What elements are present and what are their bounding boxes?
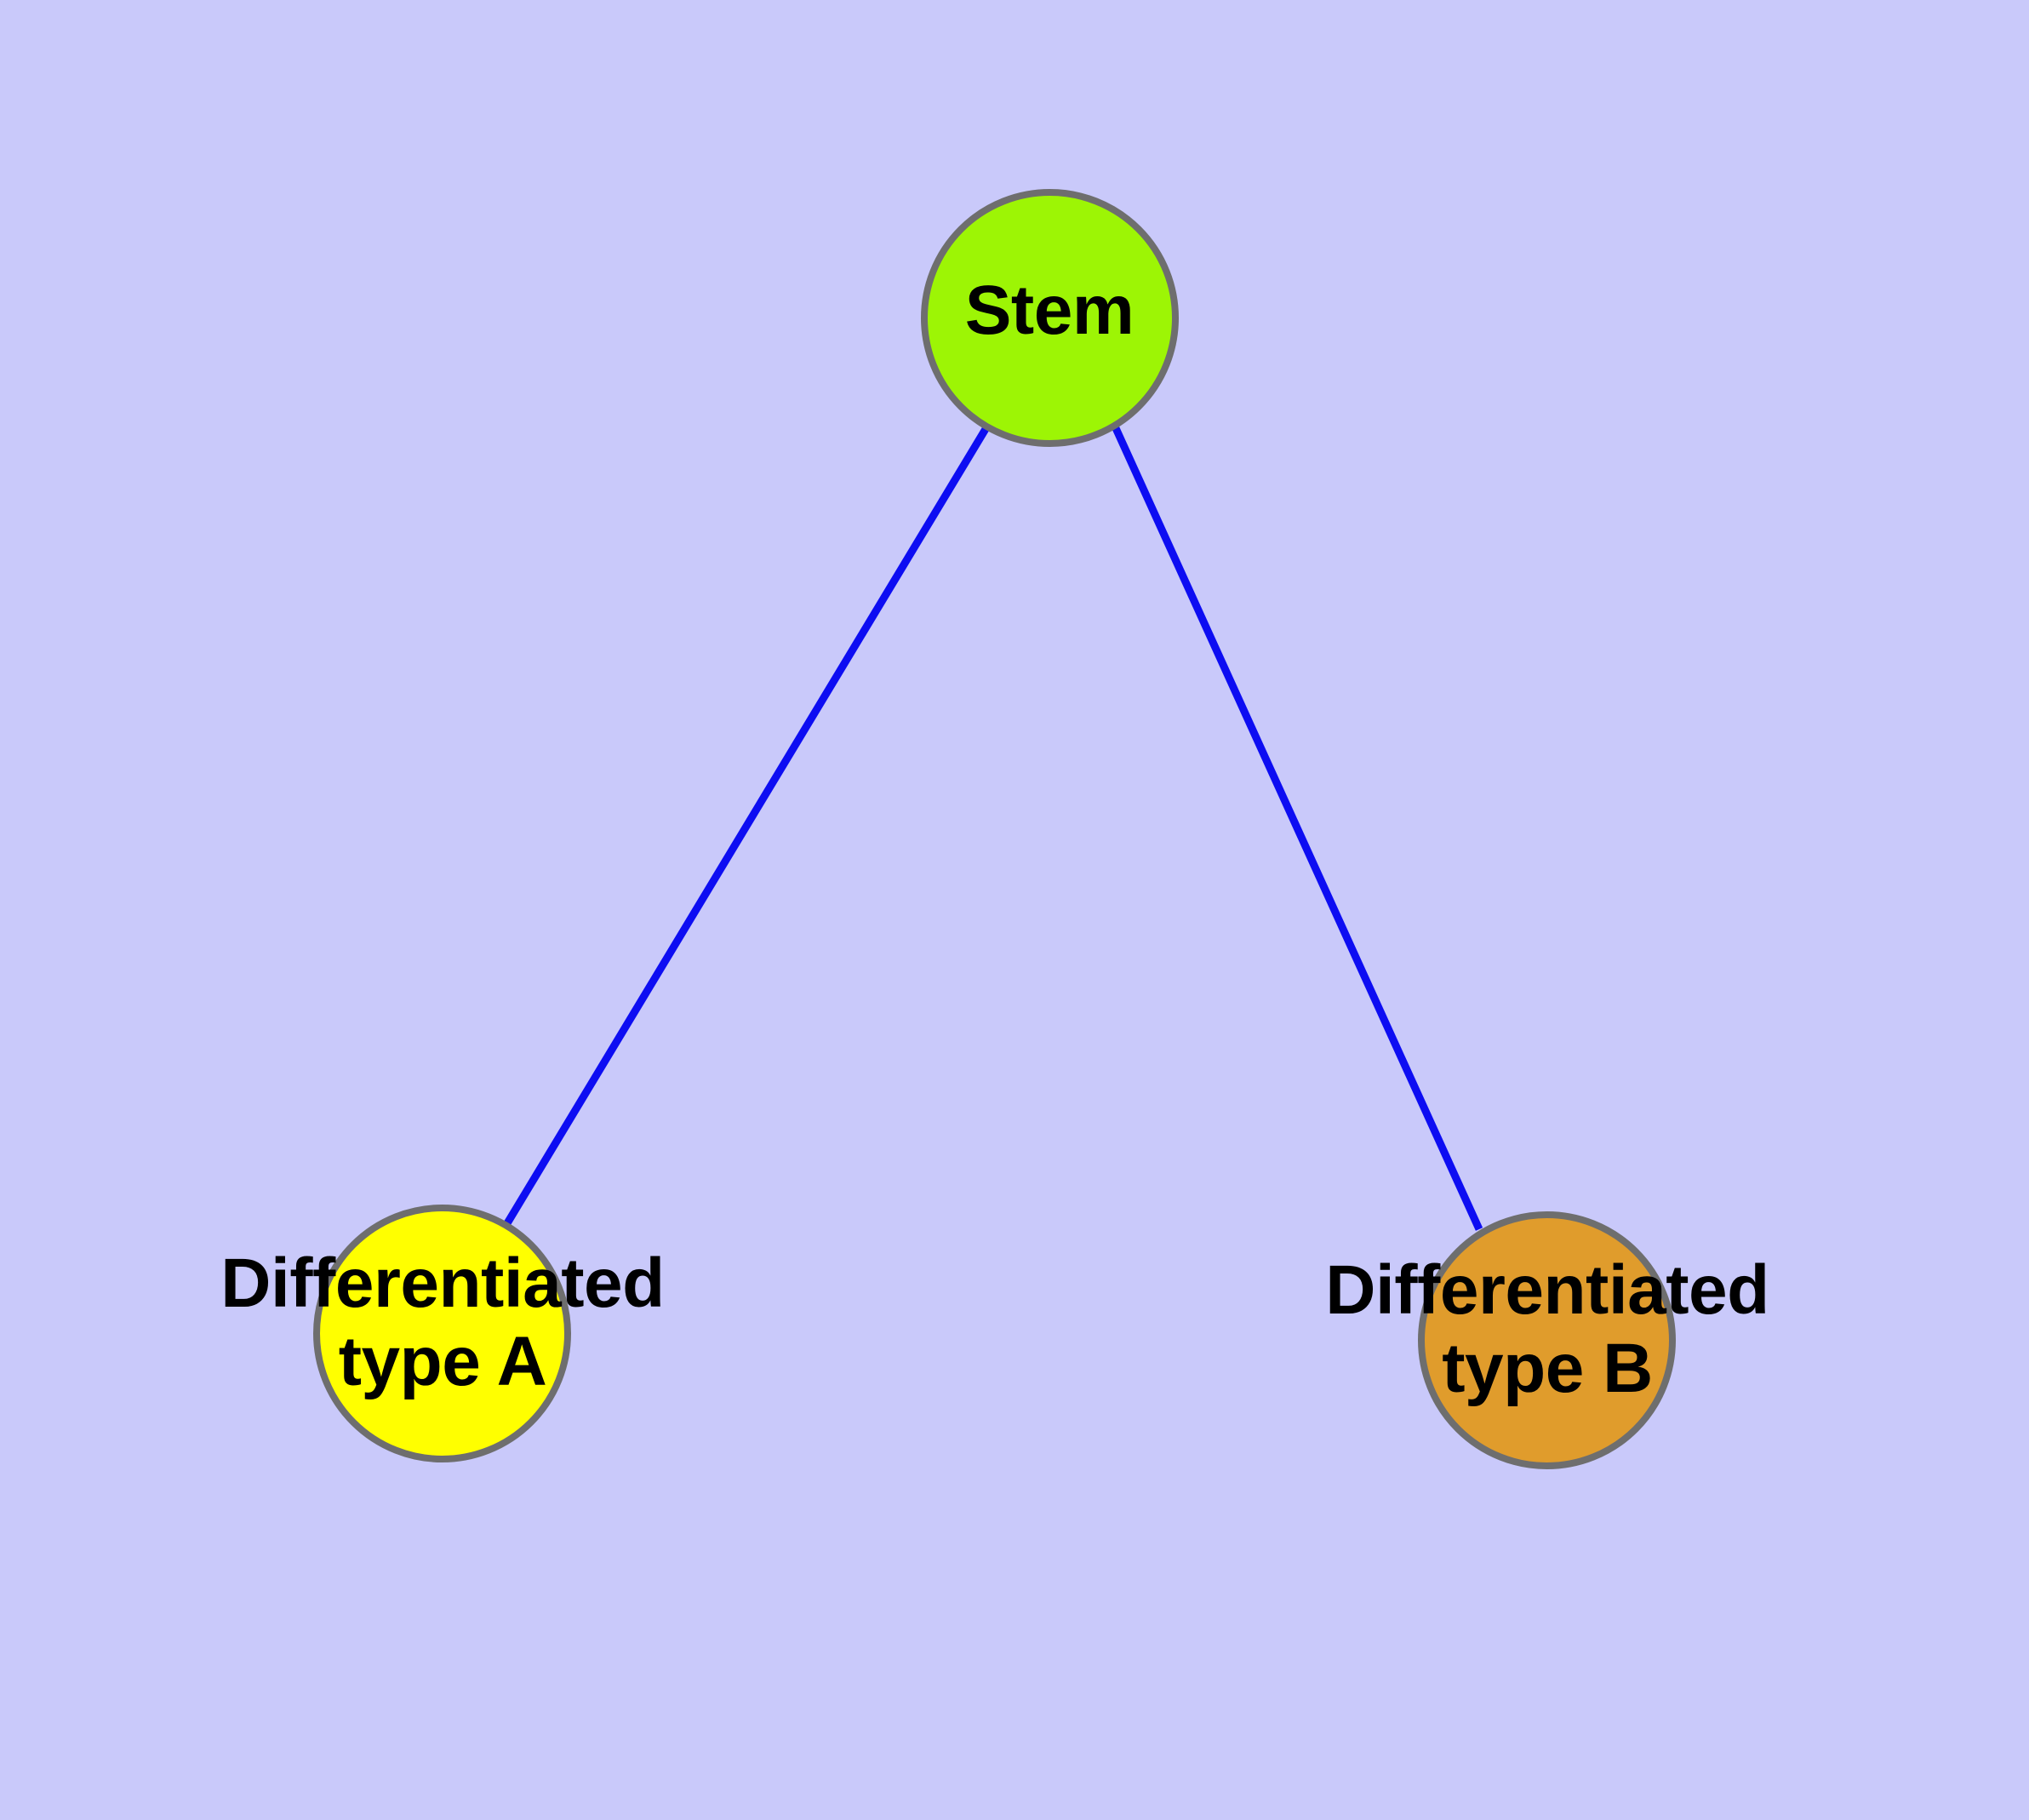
edge-stem-to-differentiated-type-b [1112, 426, 1483, 1231]
node-stem[interactable] [921, 189, 1179, 447]
node-differentiated-type-a-label-line2: type A [338, 1322, 547, 1400]
node-differentiated-type-b-label-line1: Differentiated [1325, 1251, 1769, 1329]
node-stem-label: Stem [964, 272, 1135, 349]
node-differentiated-type-b[interactable] [1418, 1211, 1676, 1469]
edge-stem-to-differentiated-type-a [504, 426, 989, 1226]
node-differentiated-type-a-label-line1: Differentiated [220, 1245, 665, 1322]
node-differentiated-type-a[interactable] [313, 1205, 571, 1462]
node-differentiated-type-b-label-line2: type B [1442, 1329, 1653, 1407]
